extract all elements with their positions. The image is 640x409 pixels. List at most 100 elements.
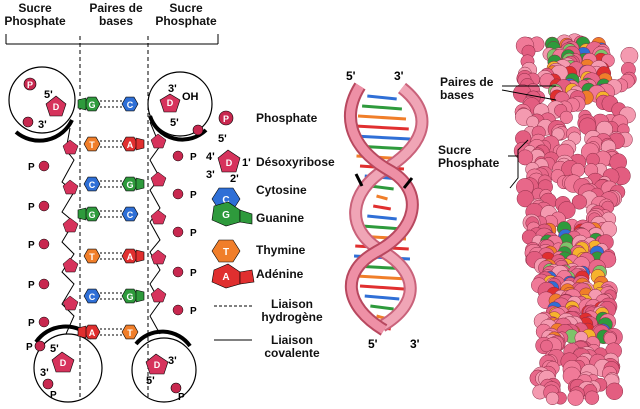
svg-text:5': 5' xyxy=(346,69,356,83)
ladder-base-ring-A xyxy=(135,137,145,151)
svg-text:P: P xyxy=(26,342,33,353)
helix-rung xyxy=(357,114,407,121)
ladder-base-letter: G xyxy=(126,180,133,190)
svg-text:3': 3' xyxy=(40,367,49,379)
svg-text:C: C xyxy=(222,195,229,206)
ladder-base-ring-A xyxy=(77,325,87,339)
ladder-base-ring-G xyxy=(135,177,145,191)
svg-text:P: P xyxy=(190,306,197,317)
ladder-base-ring-A xyxy=(135,249,145,263)
legend-hbond-line2: hydrogène xyxy=(261,310,323,324)
header-middle-line2: bases xyxy=(98,14,134,28)
helix-rung xyxy=(361,224,403,231)
spacefill-base-pairs-line2: bases xyxy=(440,88,475,102)
ladder-base-letter: C xyxy=(127,210,134,220)
legend-hbond-label: Liaison hydrogène xyxy=(252,298,332,324)
ladder-base-C xyxy=(83,288,101,304)
ladder-base-A xyxy=(121,136,139,152)
legend-adenine-label: Adénine xyxy=(256,267,304,281)
header-left-line2: Phosphate xyxy=(4,14,66,28)
spacefill-atom xyxy=(540,339,553,353)
svg-text:D: D xyxy=(53,102,60,112)
svg-text:A: A xyxy=(222,272,229,283)
svg-text:P: P xyxy=(28,240,35,251)
svg-text:P: P xyxy=(190,190,197,201)
ladder-base-letter: T xyxy=(127,328,133,338)
spacefill-atom xyxy=(584,390,600,405)
svg-text:P: P xyxy=(50,390,57,401)
helix-rung xyxy=(376,194,388,201)
legend-icons: P D 5' 4' 1' 3' 2' C G T A xyxy=(206,110,255,341)
svg-text:4': 4' xyxy=(206,151,215,163)
svg-text:3': 3' xyxy=(206,169,215,181)
ladder-base-C xyxy=(121,96,139,112)
helix-rung xyxy=(370,304,394,311)
svg-text:5': 5' xyxy=(44,89,53,101)
svg-text:5': 5' xyxy=(368,337,378,351)
svg-text:P: P xyxy=(178,392,185,403)
svg-text:P: P xyxy=(28,202,35,213)
svg-text:P: P xyxy=(28,162,35,173)
ladder-base-T xyxy=(83,136,101,152)
ladder-base-A xyxy=(121,248,139,264)
spacefill-sugar-phosphate-line1: Sucre xyxy=(438,143,472,157)
spacefill-label-leaders xyxy=(501,85,557,189)
ladder-base-G xyxy=(121,176,139,192)
legend-covalent-label: Liaison covalente xyxy=(252,334,332,360)
legend-phosphate-icon xyxy=(218,110,234,126)
helix-rung xyxy=(372,204,392,211)
ladder-base-letter: A xyxy=(127,140,134,150)
legend-covalent-line1: Liaison xyxy=(270,333,313,347)
spacefill-atom xyxy=(605,382,624,400)
svg-text:P: P xyxy=(28,280,35,291)
spacefill-atom xyxy=(516,190,534,208)
svg-text:2': 2' xyxy=(230,173,239,185)
ladder-base-T xyxy=(121,324,139,340)
legend-deoxyribose-icon xyxy=(217,149,241,173)
spacefill-base-pairs-label: Paires de bases xyxy=(440,76,493,102)
header-right-line1: Sucre xyxy=(169,1,203,15)
header-left-line1: Sucre xyxy=(18,1,52,15)
svg-text:OH: OH xyxy=(182,91,199,103)
header-middle-line1: Paires de xyxy=(89,1,143,15)
svg-text:P: P xyxy=(190,268,197,279)
ladder-base-letter: T xyxy=(89,140,95,150)
ladder-base-T xyxy=(83,248,101,264)
spacefill-atom xyxy=(545,391,560,406)
svg-text:D: D xyxy=(167,98,174,108)
space-filling-model xyxy=(512,33,639,406)
ladder-base-ring-G xyxy=(77,207,87,221)
helix-rung xyxy=(367,94,397,101)
spacefill-sugar-phosphate-line2: Phosphate xyxy=(438,156,500,170)
header-middle-base-pairs: Paires de bases xyxy=(78,2,154,28)
svg-text:5': 5' xyxy=(146,375,155,387)
ladder-base-ring-G xyxy=(77,97,87,111)
legend-cytosine-label: Cytosine xyxy=(256,183,307,197)
header-left-sugar-phosphate: Sucre Phosphate xyxy=(0,2,70,28)
spacefill-atom xyxy=(571,194,587,210)
spacefill-sugar-phosphate-label: Sucre Phosphate xyxy=(438,144,499,170)
ladder-base-ring-G xyxy=(135,289,145,303)
svg-text:P: P xyxy=(223,114,229,124)
svg-text:D: D xyxy=(154,360,161,370)
ladder-base-letter: G xyxy=(126,292,133,302)
legend-phosphate-label: Phosphate xyxy=(256,111,318,125)
header-right-line2: Phosphate xyxy=(155,14,217,28)
legend-hbond-line1: Liaison xyxy=(270,297,313,311)
svg-text:D: D xyxy=(226,158,233,168)
ladder-base-letter: T xyxy=(89,252,95,262)
spacefill-atom xyxy=(620,46,639,65)
ladder-base-C xyxy=(121,206,139,222)
phosphate-symbol: P xyxy=(27,80,33,90)
spacefill-atom xyxy=(559,110,573,124)
ladder-base-letter: C xyxy=(89,180,96,190)
svg-text:3': 3' xyxy=(168,83,177,95)
svg-text:T: T xyxy=(223,247,229,258)
svg-text:3': 3' xyxy=(394,69,404,83)
ladder-base-letter: A xyxy=(89,328,96,338)
legend-deoxyribose-label: Désoxyribose xyxy=(256,155,335,169)
svg-text:D: D xyxy=(60,358,67,368)
svg-text:5': 5' xyxy=(218,133,227,145)
